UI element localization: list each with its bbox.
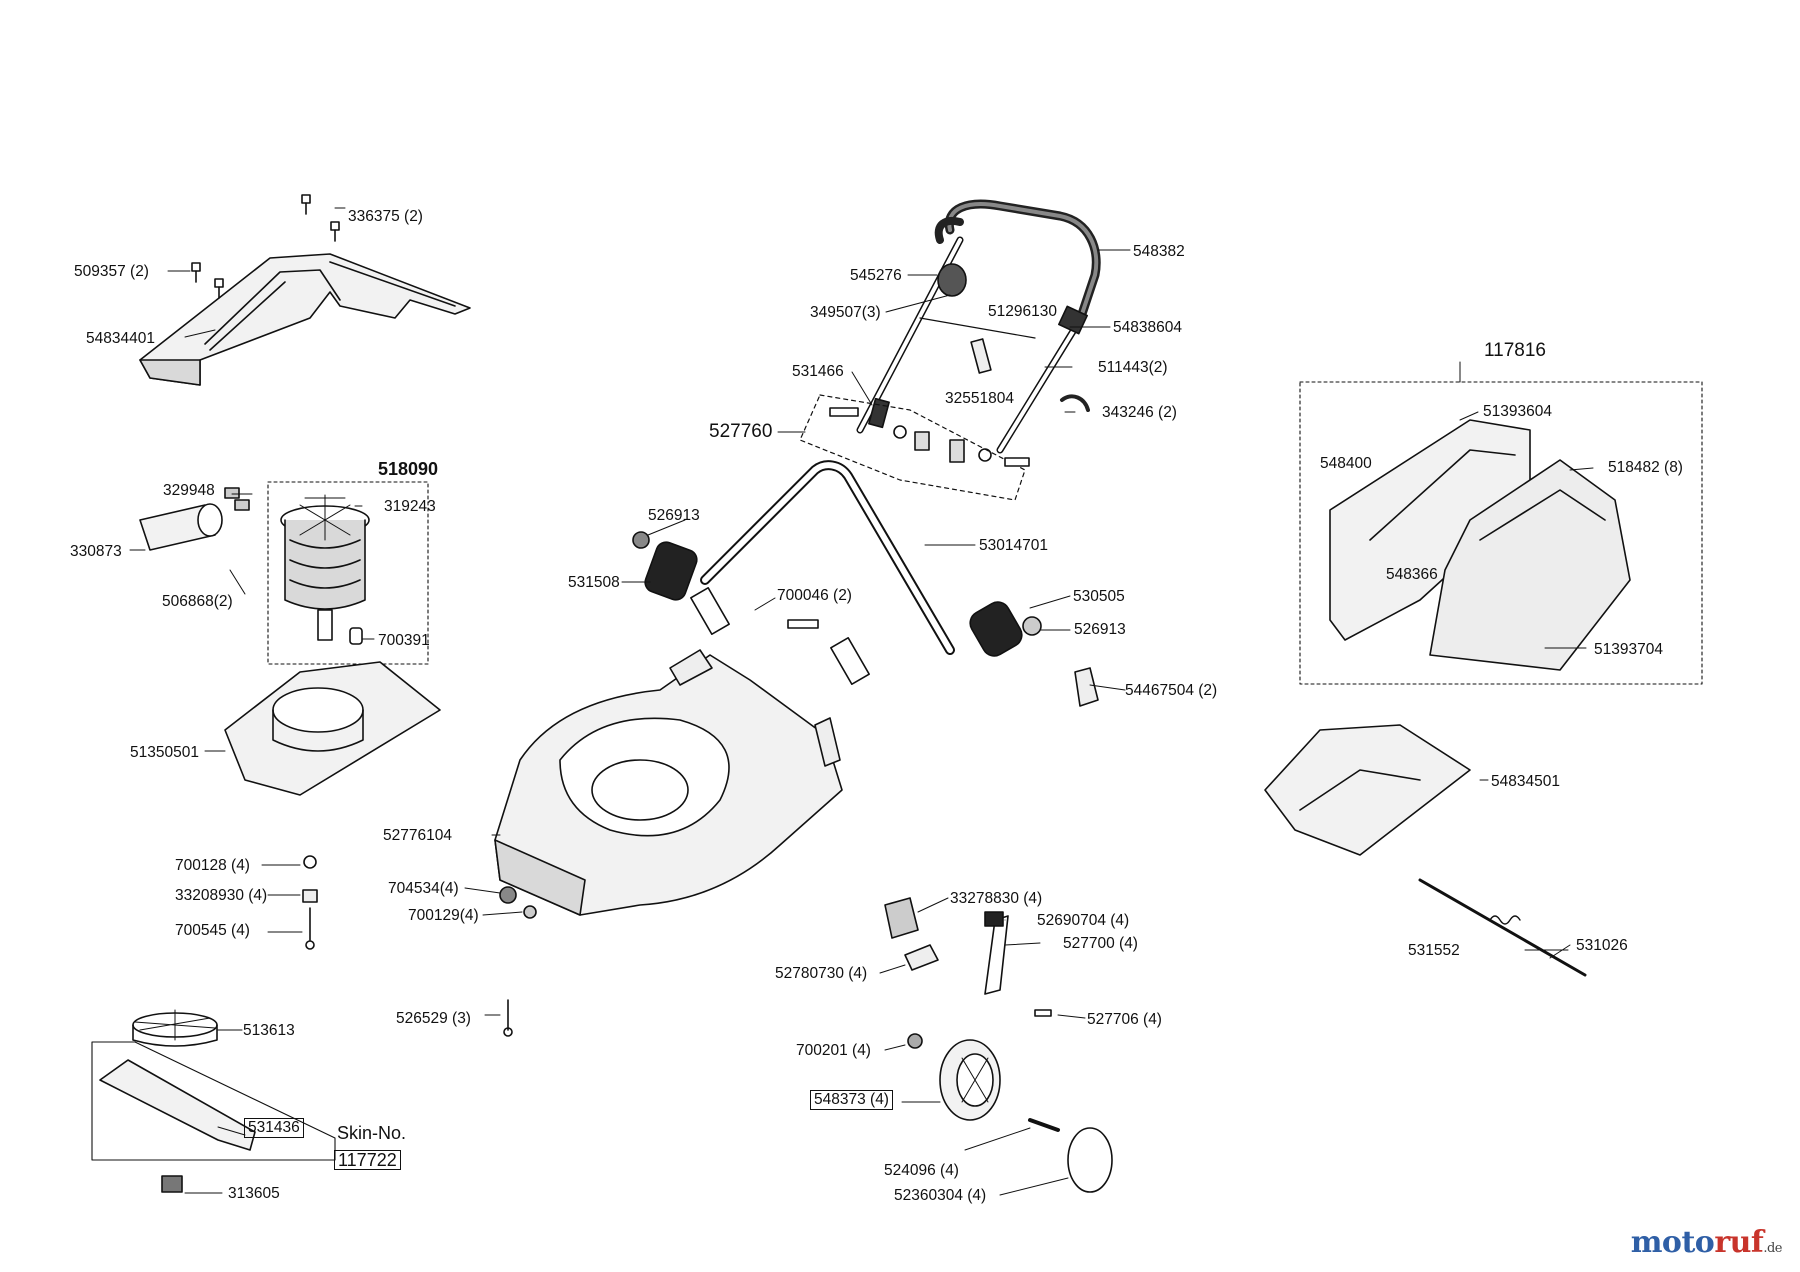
fan-part [132,1009,218,1047]
part-label-531436: 531436 [244,1118,304,1138]
part-label-531552: 531552 [1408,942,1460,959]
knob-parts [632,531,1099,707]
part-label-336375: 336375 (2) [348,208,423,225]
part-label-51350501: 51350501 [130,744,199,761]
rod-part [1418,878,1587,977]
part-label-54834501: 54834501 [1491,773,1560,790]
part-label-526529: 526529 (3) [396,1010,471,1027]
catcher-bag-part [1429,459,1631,671]
part-label-518090: 518090 [378,459,439,479]
part-label-349507: 349507(3) [810,304,881,321]
carbon-brush-parts [139,487,363,645]
part-label-33208930: 33208930 (4) [175,887,268,904]
part-label-313605: 313605 [228,1185,280,1202]
part-label-530505: 530505 [1073,588,1125,605]
motor-assembly-box [267,481,429,665]
part-label-319243: 319243 [384,498,436,515]
leader-lines [129,207,1594,1196]
deck-fastener-parts [302,855,537,1037]
part-label-700391: 700391 [378,632,430,649]
part-label-531026: 531026 [1576,937,1628,954]
part-label-117816: 117816 [1484,340,1546,361]
screw-parts-top-cover [191,194,340,299]
part-label-700545: 700545 (4) [175,922,250,939]
lower-handle-part [690,460,955,685]
part-label-700046: 700046 (2) [777,587,852,604]
part-label-527760: 527760 [709,421,773,442]
part-label-330873: 330873 [70,543,122,560]
motor-housing-part [224,661,441,796]
wheel-part [907,1033,1113,1193]
part-label-506868: 506868(2) [162,593,233,610]
part-label-511443: 511443(2) [1098,359,1168,376]
part-label-54838604: 54838604 [1113,319,1182,336]
part-label-527700: 527700 (4) [1063,935,1138,952]
part-label-343246: 343246 (2) [1102,404,1177,421]
part-label-524096: 524096 (4) [884,1162,959,1179]
part-label-52776104: 52776104 [383,827,452,844]
part-label-700128: 700128 (4) [175,857,250,874]
part-label-548373: 548373 (4) [810,1090,893,1110]
part-label-526913-a: 526913 [648,507,700,524]
mulch-plug-part [1264,724,1471,856]
part-label-513613: 513613 [243,1022,295,1039]
part-label-33278830: 33278830 (4) [950,890,1043,907]
clamp-assembly-527760 [799,394,1090,501]
blade-part [99,1059,256,1193]
part-label-52780730: 52780730 (4) [775,965,868,982]
brand-watermark: motoruf.de [1630,1225,1783,1260]
part-label-700129: 700129(4) [408,907,479,924]
part-label-527706: 527706 (4) [1087,1011,1162,1028]
skin-no-label: Skin-No. [337,1123,407,1143]
part-label-54467504: 54467504 (2) [1125,682,1218,699]
part-label-518482: 518482 (8) [1608,459,1683,476]
part-label-700201: 700201 (4) [796,1042,871,1059]
part-label-51296130: 51296130 [988,303,1057,320]
watermark-suffix: .de [1763,1241,1782,1256]
part-label-545276: 545276 [850,267,902,284]
part-label-531466: 531466 [792,363,844,380]
part-label-509357: 509357 (2) [74,263,149,280]
upper-handle-part [856,199,1101,454]
watermark-part-2: ruf [1714,1225,1764,1260]
grass-catcher-box [1299,381,1703,685]
top-cover-part [139,253,471,386]
part-label-54834401: 54834401 [86,330,155,347]
part-label-531508: 531508 [568,574,620,591]
part-label-329948: 329948 [163,482,215,499]
part-label-548382: 548382 [1133,243,1185,260]
part-label-117722: 117722 [334,1150,401,1170]
height-adjuster-parts [884,897,1052,1017]
part-label-52360304: 52360304 (4) [894,1187,987,1204]
part-label-32551804: 32551804 [945,390,1014,407]
mower-deck-part [494,649,843,916]
part-label-51393604: 51393604 [1483,403,1552,420]
part-label-53014701: 53014701 [979,537,1048,554]
watermark-part-1: moto [1630,1225,1715,1260]
part-label-548366: 548366 [1386,566,1438,583]
part-label-526913-b: 526913 [1074,621,1126,638]
part-label-51393704: 51393704 [1594,641,1663,658]
part-label-548400: 548400 [1320,455,1372,472]
blade-assembly-box [91,1041,336,1161]
part-label-52690704: 52690704 (4) [1037,912,1130,929]
part-label-704534: 704534(4) [388,880,459,897]
motor-part [280,494,370,641]
